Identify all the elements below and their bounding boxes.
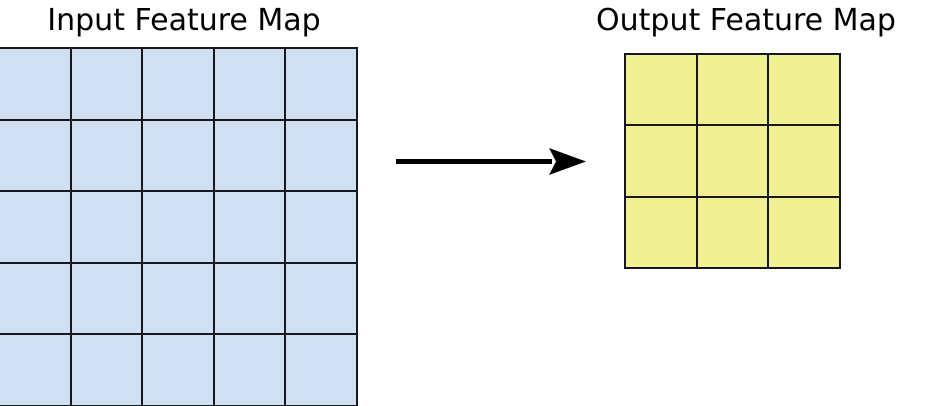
input-feature-map-title: Input Feature Map	[47, 3, 321, 38]
input-grid-cell	[212, 190, 287, 264]
output-grid-cell	[767, 124, 841, 198]
output-grid-cell	[624, 195, 698, 269]
output-grid-cell	[624, 53, 698, 127]
output-grid-cell	[767, 195, 841, 269]
input-grid-cell	[141, 333, 215, 406]
output-grid-cell	[624, 124, 698, 198]
output-feature-map-grid	[624, 53, 841, 269]
input-grid-cell	[212, 47, 287, 121]
input-grid-cell	[69, 333, 144, 406]
input-grid-cell	[69, 261, 144, 336]
input-grid-cell	[0, 190, 72, 264]
input-grid-cell	[0, 261, 72, 336]
input-feature-map-grid	[0, 47, 358, 406]
input-grid-cell	[0, 333, 72, 406]
right-arrow-icon	[396, 148, 586, 175]
output-grid-cell	[695, 195, 770, 269]
input-grid-cell	[212, 261, 287, 336]
input-grid-cell	[212, 333, 287, 406]
input-grid-cell	[0, 118, 72, 193]
input-grid-cell	[212, 118, 287, 193]
input-grid-cell	[141, 261, 215, 336]
output-grid-cell	[767, 53, 841, 127]
input-grid-cell	[69, 190, 144, 264]
input-grid-cell	[141, 118, 215, 193]
input-grid-cell	[69, 47, 144, 121]
input-grid-cell	[141, 47, 215, 121]
output-grid-cell	[695, 53, 770, 127]
input-grid-cell	[141, 190, 215, 264]
input-grid-cell	[69, 118, 144, 193]
output-feature-map-title: Output Feature Map	[596, 3, 896, 38]
input-grid-cell	[0, 47, 72, 121]
input-grid-cell	[284, 190, 358, 264]
output-grid-cell	[695, 124, 770, 198]
input-grid-cell	[284, 47, 358, 121]
input-grid-cell	[284, 118, 358, 193]
input-grid-cell	[284, 333, 358, 406]
input-grid-cell	[284, 261, 358, 336]
